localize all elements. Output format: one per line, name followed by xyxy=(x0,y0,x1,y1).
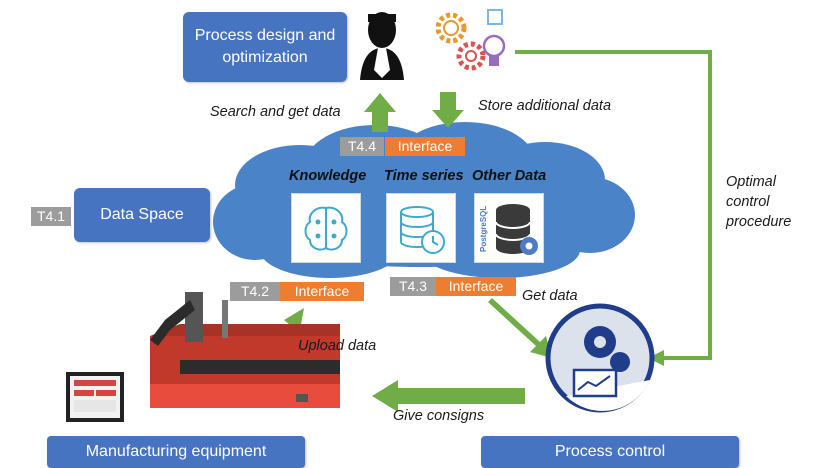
process-control-label: Process control xyxy=(554,443,666,460)
database-clock-icon xyxy=(400,206,445,254)
process-design-label: Process design and optimization xyxy=(194,27,336,66)
manufacturing-label: Manufacturing equipment xyxy=(85,443,267,460)
postgres-label: PostgreSQL xyxy=(479,205,488,252)
t43-interface-tag: Interface xyxy=(436,277,516,296)
knowledge-tile xyxy=(291,193,361,263)
process-design-box: Process design and optimization xyxy=(183,12,347,82)
give-consigns-label: Give consigns xyxy=(393,408,485,424)
t41-tag: T4.1 xyxy=(31,207,71,226)
manufacturing-box: Manufacturing equipment xyxy=(47,436,305,468)
postgres-database-icon xyxy=(495,204,538,255)
time-series-tile xyxy=(386,193,456,263)
t42-tag: T4.2 xyxy=(230,282,280,301)
gears-bulb-icon xyxy=(435,9,506,71)
t44-interface-tag: Interface xyxy=(385,137,465,156)
t44-tag: T4.4 xyxy=(340,137,384,156)
t43-tag: T4.3 xyxy=(390,277,436,296)
time-series-label: Time series xyxy=(384,168,464,184)
get-data-label: Get data xyxy=(522,288,578,304)
search-get-data-label: Search and get data xyxy=(210,104,341,120)
other-data-tile: PostgreSQL xyxy=(474,193,544,263)
data-space-label: Data Space xyxy=(100,206,184,223)
optimal-control-line xyxy=(515,50,712,360)
engineer-icon xyxy=(360,12,404,80)
other-data-label: Other Data xyxy=(472,168,547,184)
store-additional-data-label: Store additional data xyxy=(478,98,612,114)
knowledge-label: Knowledge xyxy=(289,168,367,184)
upload-data-label: Upload data xyxy=(298,338,377,354)
process-control-icon xyxy=(545,303,655,413)
data-space-box: Data Space xyxy=(74,188,210,242)
manufacturing-machine-image xyxy=(66,292,340,422)
t42-interface-tag: Interface xyxy=(280,282,364,301)
optimal-line-2: control xyxy=(726,194,770,210)
optimal-line-1: Optimal xyxy=(726,174,776,190)
optimal-line-3: procedure xyxy=(726,214,792,230)
brain-icon xyxy=(304,206,348,251)
process-control-box: Process control xyxy=(481,436,739,468)
